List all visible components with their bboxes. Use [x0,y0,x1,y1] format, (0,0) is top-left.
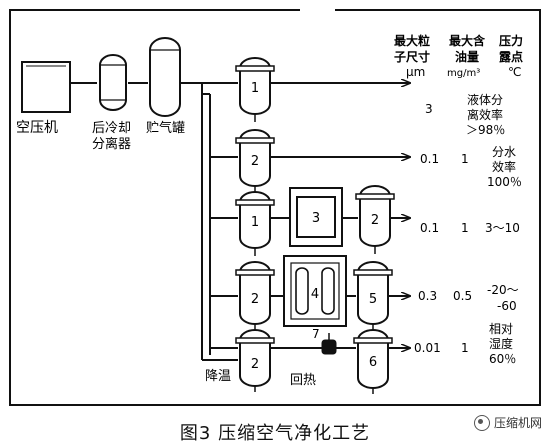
svg-text:2: 2 [251,292,259,307]
watermark: 压缩机网 [473,414,542,431]
svg-text:2: 2 [371,213,379,228]
valve-7: 7 [312,327,337,355]
wechat-icon [473,414,490,431]
svg-text:3: 3 [312,211,320,226]
row4-oil: 0.5 [453,289,472,303]
svg-text:7: 7 [312,327,320,341]
filter-2-row2: 2 [235,129,275,193]
svg-text:2: 2 [251,357,259,372]
row5-oil: 1 [461,341,469,355]
figure-caption: 图3 压缩空气净化工艺 [179,423,371,444]
aftercooler-label-2: 分离器 [92,136,131,152]
filter-6-row5: 6 [353,329,393,394]
row2-note-1: 分水 [492,145,516,159]
filter-2-row5: 2 [235,329,275,392]
filter-1-row1: 1 [235,57,275,122]
filter-1-row3: 1 [235,191,275,256]
svg-text:1: 1 [251,215,259,230]
row5-particle: 0.01 [414,341,441,355]
row3-particle: 0.1 [420,221,439,235]
svg-text:露点: 露点 [499,49,523,64]
svg-text:μm: μm [406,65,425,79]
row1-note-1: 液体分 [467,92,503,107]
svg-text:1: 1 [251,81,259,96]
compressor: 空压机 [16,61,71,136]
svg-text:压力: 压力 [499,33,523,48]
svg-text:6: 6 [369,355,377,370]
row5-note-2: 湿度 [489,336,513,351]
column-headers: 最大粒 子尺寸 μm 最大含 油量 mg/m³ 压力 露点 ℃ [394,33,523,79]
svg-text:4: 4 [311,287,319,302]
aftercooler-separator [99,54,127,111]
row1-note-2: 离效率 [467,107,503,122]
svg-text:子尺寸: 子尺寸 [394,49,430,64]
tank-label: 贮气罐 [146,120,185,136]
row3-oil: 1 [461,221,469,235]
aftercooler-label-1: 后冷却 [92,121,131,136]
dryer-3: 3 [289,187,343,247]
receiver-tank [149,37,181,117]
svg-text:mg/m³: mg/m³ [447,68,480,79]
outer-frame [9,9,541,406]
cool-down-label: 降温 [205,369,231,384]
svg-text:最大含: 最大含 [449,33,486,48]
output-arrows [270,83,410,348]
row1-particle: 3 [425,102,433,116]
dryer-4: 4 [283,255,347,327]
svg-text:℃: ℃ [508,65,521,79]
svg-text:最大粒: 最大粒 [394,33,430,48]
row1-note-3: ＞98％ [466,123,505,137]
row3-dew: 3～10 [485,221,520,235]
row2-note-3: 100％ [487,175,522,189]
row4-dew-1: -20～ [487,283,519,297]
row2-oil: 1 [461,152,469,166]
svg-text:5: 5 [369,292,377,307]
row4-particle: 0.3 [418,289,437,303]
row4-dew-2: -60 [497,299,517,313]
svg-text:油量: 油量 [455,49,479,64]
row5-note-1: 相对 [489,322,513,336]
row5-note-3: 60％ [489,352,516,366]
filter-2-row4: 2 [235,261,275,330]
compressor-label: 空压机 [16,120,58,136]
row-values: 3 液体分 离效率 ＞98％ 0.1 1 分水 效率 100％ 0.1 1 3～… [414,92,522,366]
svg-text:2: 2 [251,154,259,169]
pipes [70,82,358,361]
filter-5-row4: 5 [353,261,393,330]
row2-particle: 0.1 [420,152,439,166]
watermark-text: 压缩机网 [493,416,542,430]
filter-2-row3: 2 [355,185,395,254]
reheat-label: 回热 [290,373,316,388]
row2-note-2: 效率 [492,159,516,174]
